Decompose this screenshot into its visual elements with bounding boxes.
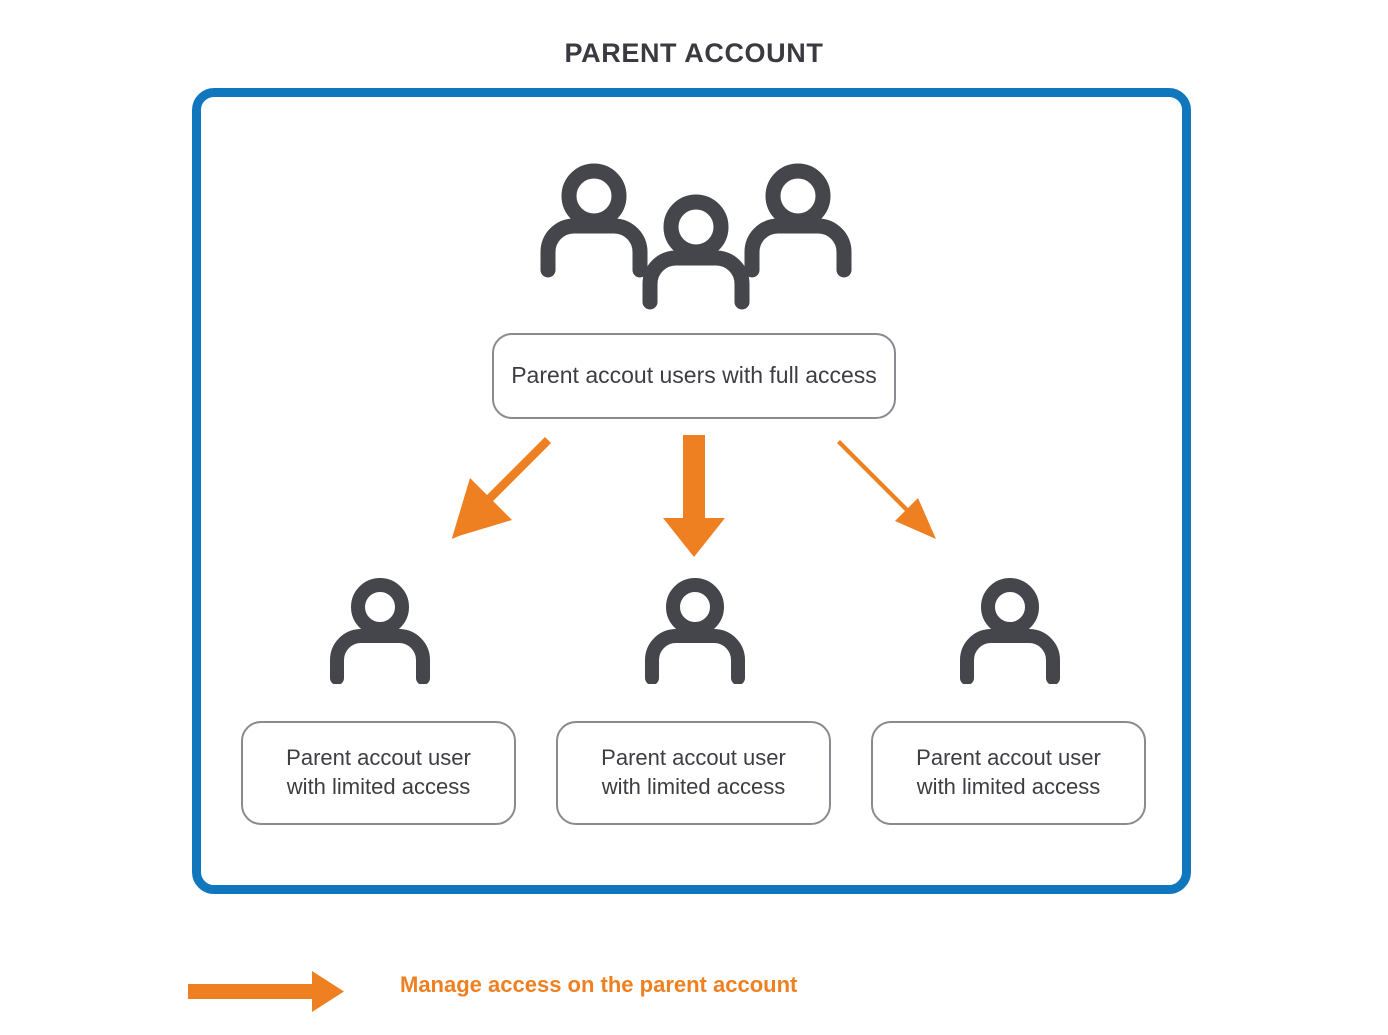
- group-of-users-icon: [540, 163, 852, 310]
- single-user-icon: [330, 578, 430, 684]
- limited-access-label-box: Parent accout user with limited access: [556, 721, 831, 825]
- single-user-icon: [960, 578, 1060, 684]
- right-arrow-icon: [188, 971, 344, 1012]
- page-title: PARENT ACCOUNT: [564, 38, 824, 68]
- limited-access-label-box: Parent accout user with limited access: [241, 721, 516, 825]
- legend: Manage access on the parent account: [186, 962, 1086, 1022]
- limited-access-label-box: Parent accout user with limited access: [871, 721, 1146, 825]
- full-access-label-box: Parent accout users with full access: [492, 333, 896, 419]
- legend-label: Manage access on the parent account: [400, 972, 798, 997]
- single-user-icon: [645, 578, 745, 684]
